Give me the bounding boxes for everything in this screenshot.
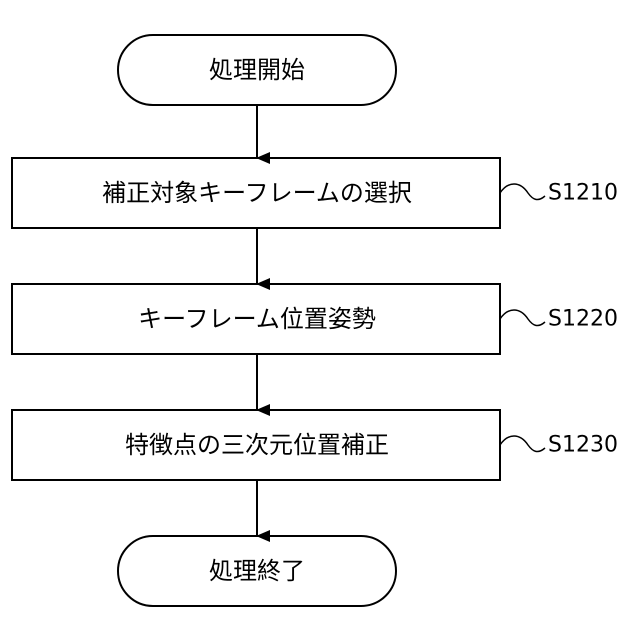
end-terminal-label: 処理終了 bbox=[209, 557, 305, 585]
process-box-step1-label: 補正対象キーフレームの選択 bbox=[102, 179, 412, 207]
process-box-step2-label: キーフレーム位置姿勢 bbox=[138, 305, 376, 333]
process-box-step3-label: 特徴点の三次元位置補正 bbox=[125, 431, 389, 459]
start-terminal-label: 処理開始 bbox=[209, 56, 305, 84]
step1-id-label: S1210 bbox=[548, 181, 618, 206]
step3-leader-line bbox=[500, 436, 545, 452]
step1-leader-line bbox=[500, 184, 545, 200]
step2-leader-line bbox=[500, 310, 545, 326]
step2-id-label: S1220 bbox=[548, 307, 618, 332]
step3-id-label: S1230 bbox=[548, 433, 618, 458]
